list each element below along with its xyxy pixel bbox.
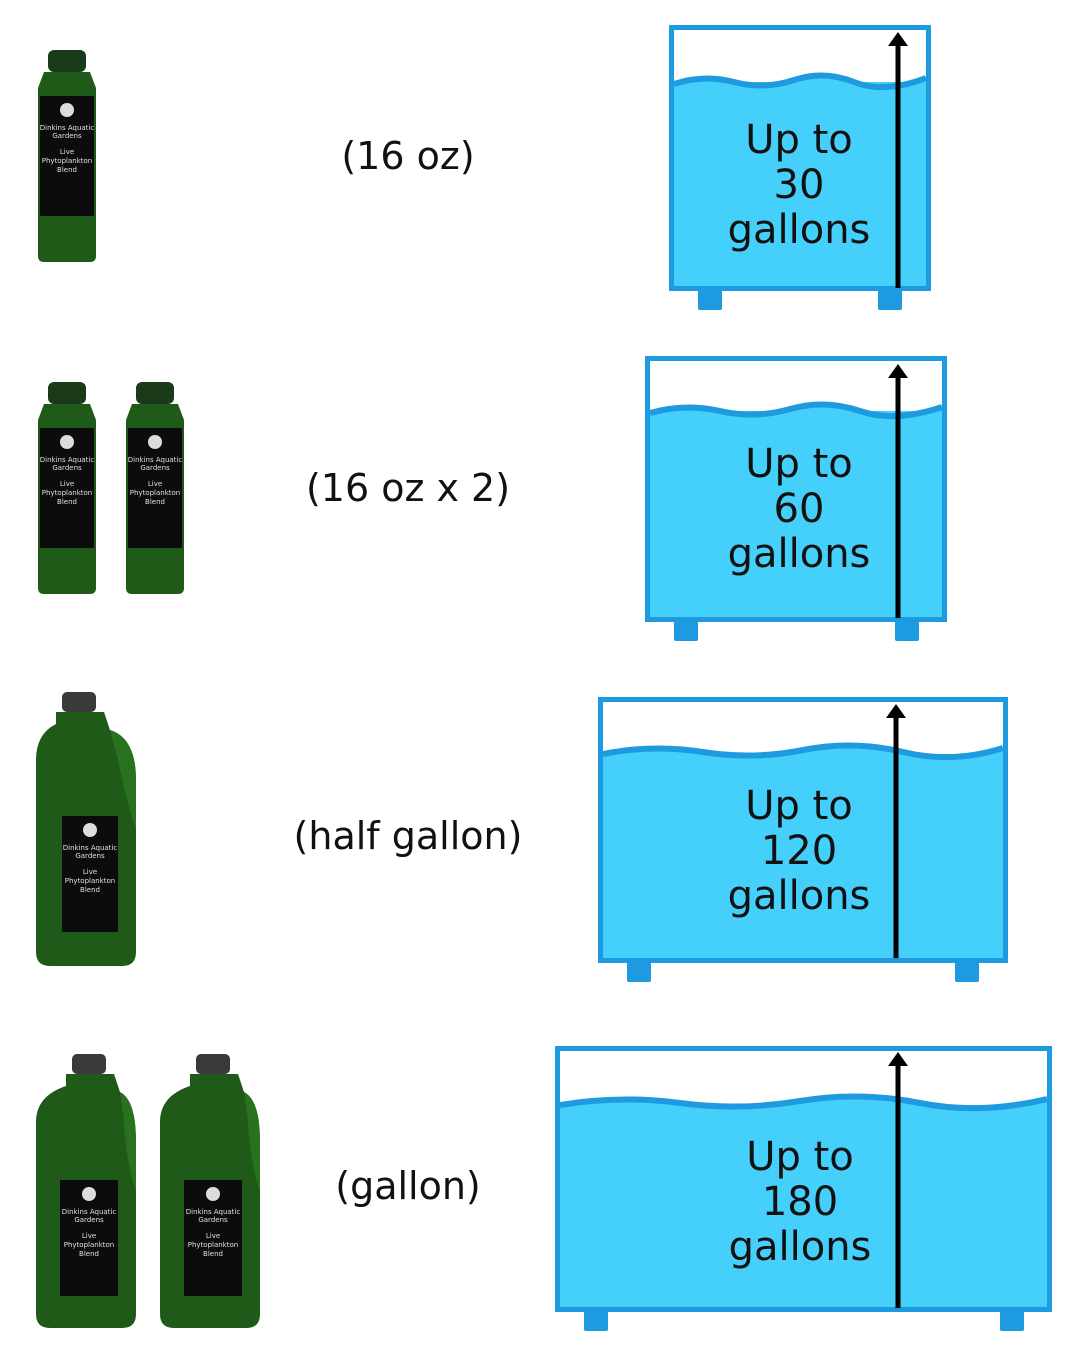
svg-text:Gardens: Gardens <box>75 852 105 860</box>
svg-text:Dinkins Aquatic: Dinkins Aquatic <box>128 456 183 464</box>
bottle-16oz: Dinkins Aquatic Gardens Live Phytoplankt… <box>34 48 100 264</box>
tank-foot <box>698 290 722 310</box>
svg-text:Blend: Blend <box>57 498 77 506</box>
tank-60 <box>645 356 947 622</box>
tank-foot <box>895 621 919 641</box>
bottle-brand-1: Dinkins Aquatic <box>40 124 95 132</box>
tank-30 <box>669 25 931 291</box>
tank-foot <box>674 621 698 641</box>
bottle-16oz: Dinkins Aquatic Gardens Live Phytoplankt… <box>122 380 188 596</box>
jug-gallon: Dinkins Aquatic Gardens Live Phytoplankt… <box>156 1052 266 1332</box>
up-arrow-icon <box>888 32 908 288</box>
svg-text:Live: Live <box>60 148 74 156</box>
tank-foot <box>627 962 651 982</box>
svg-text:Live: Live <box>83 868 97 876</box>
tank-capacity: Up to 60 gallons <box>727 441 871 577</box>
svg-text:Blend: Blend <box>203 1250 223 1258</box>
tank-foot <box>955 962 979 982</box>
svg-text:Phytoplankton: Phytoplankton <box>65 877 115 885</box>
svg-text:Gardens: Gardens <box>52 464 82 472</box>
size-label: (gallon) <box>335 1164 481 1208</box>
tank-foot <box>1000 1311 1024 1331</box>
svg-text:Blend: Blend <box>145 498 165 506</box>
svg-text:Phytoplankton: Phytoplankton <box>130 489 180 497</box>
svg-text:Dinkins Aquatic: Dinkins Aquatic <box>40 456 95 464</box>
tank-capacity: Up to 180 gallons <box>728 1134 872 1270</box>
tank-capacity: Up to 30 gallons <box>727 117 871 253</box>
jug-half-gallon: Dinkins Aquatic Gardens Live Phytoplankt… <box>32 690 142 970</box>
svg-text:Live: Live <box>206 1232 220 1240</box>
svg-text:Dinkins Aquatic: Dinkins Aquatic <box>63 844 118 852</box>
svg-text:Blend: Blend <box>80 886 100 894</box>
svg-text:Gardens: Gardens <box>198 1216 228 1224</box>
svg-text:Gardens: Gardens <box>140 464 170 472</box>
up-arrow-icon <box>888 1052 908 1308</box>
up-arrow-icon <box>888 364 908 618</box>
jug-gallon: Dinkins Aquatic Gardens Live Phytoplankt… <box>32 1052 142 1332</box>
tank-foot <box>878 290 902 310</box>
jug-icon: Dinkins Aquatic Gardens Live Phytoplankt… <box>36 692 136 966</box>
tank-120 <box>598 697 1008 963</box>
svg-text:Phytoplankton: Phytoplankton <box>42 489 92 497</box>
svg-text:Phytoplankton: Phytoplankton <box>64 1241 114 1249</box>
svg-text:Dinkins Aquatic: Dinkins Aquatic <box>186 1208 241 1216</box>
bottle-16oz: Dinkins Aquatic Gardens Live Phytoplankt… <box>34 380 100 596</box>
tank-capacity: Up to 120 gallons <box>727 783 871 919</box>
svg-text:Blend: Blend <box>57 166 77 174</box>
svg-text:Live: Live <box>148 480 162 488</box>
size-label: (16 oz x 2) <box>305 466 511 510</box>
svg-text:Live: Live <box>60 480 74 488</box>
svg-text:Phytoplankton: Phytoplankton <box>42 157 92 165</box>
size-label: (half gallon) <box>293 814 523 858</box>
size-label: (16 oz) <box>341 134 475 178</box>
svg-text:Phytoplankton: Phytoplankton <box>188 1241 238 1249</box>
tank-foot <box>584 1311 608 1331</box>
svg-text:Gardens: Gardens <box>52 132 82 140</box>
bottle-16oz-icon: Dinkins Aquatic Gardens Live Phytoplankt… <box>38 50 96 262</box>
svg-text:Dinkins Aquatic: Dinkins Aquatic <box>62 1208 117 1216</box>
svg-text:Gardens: Gardens <box>74 1216 104 1224</box>
tank-180 <box>555 1046 1052 1312</box>
up-arrow-icon <box>886 704 906 958</box>
svg-text:Live: Live <box>82 1232 96 1240</box>
svg-text:Blend: Blend <box>79 1250 99 1258</box>
